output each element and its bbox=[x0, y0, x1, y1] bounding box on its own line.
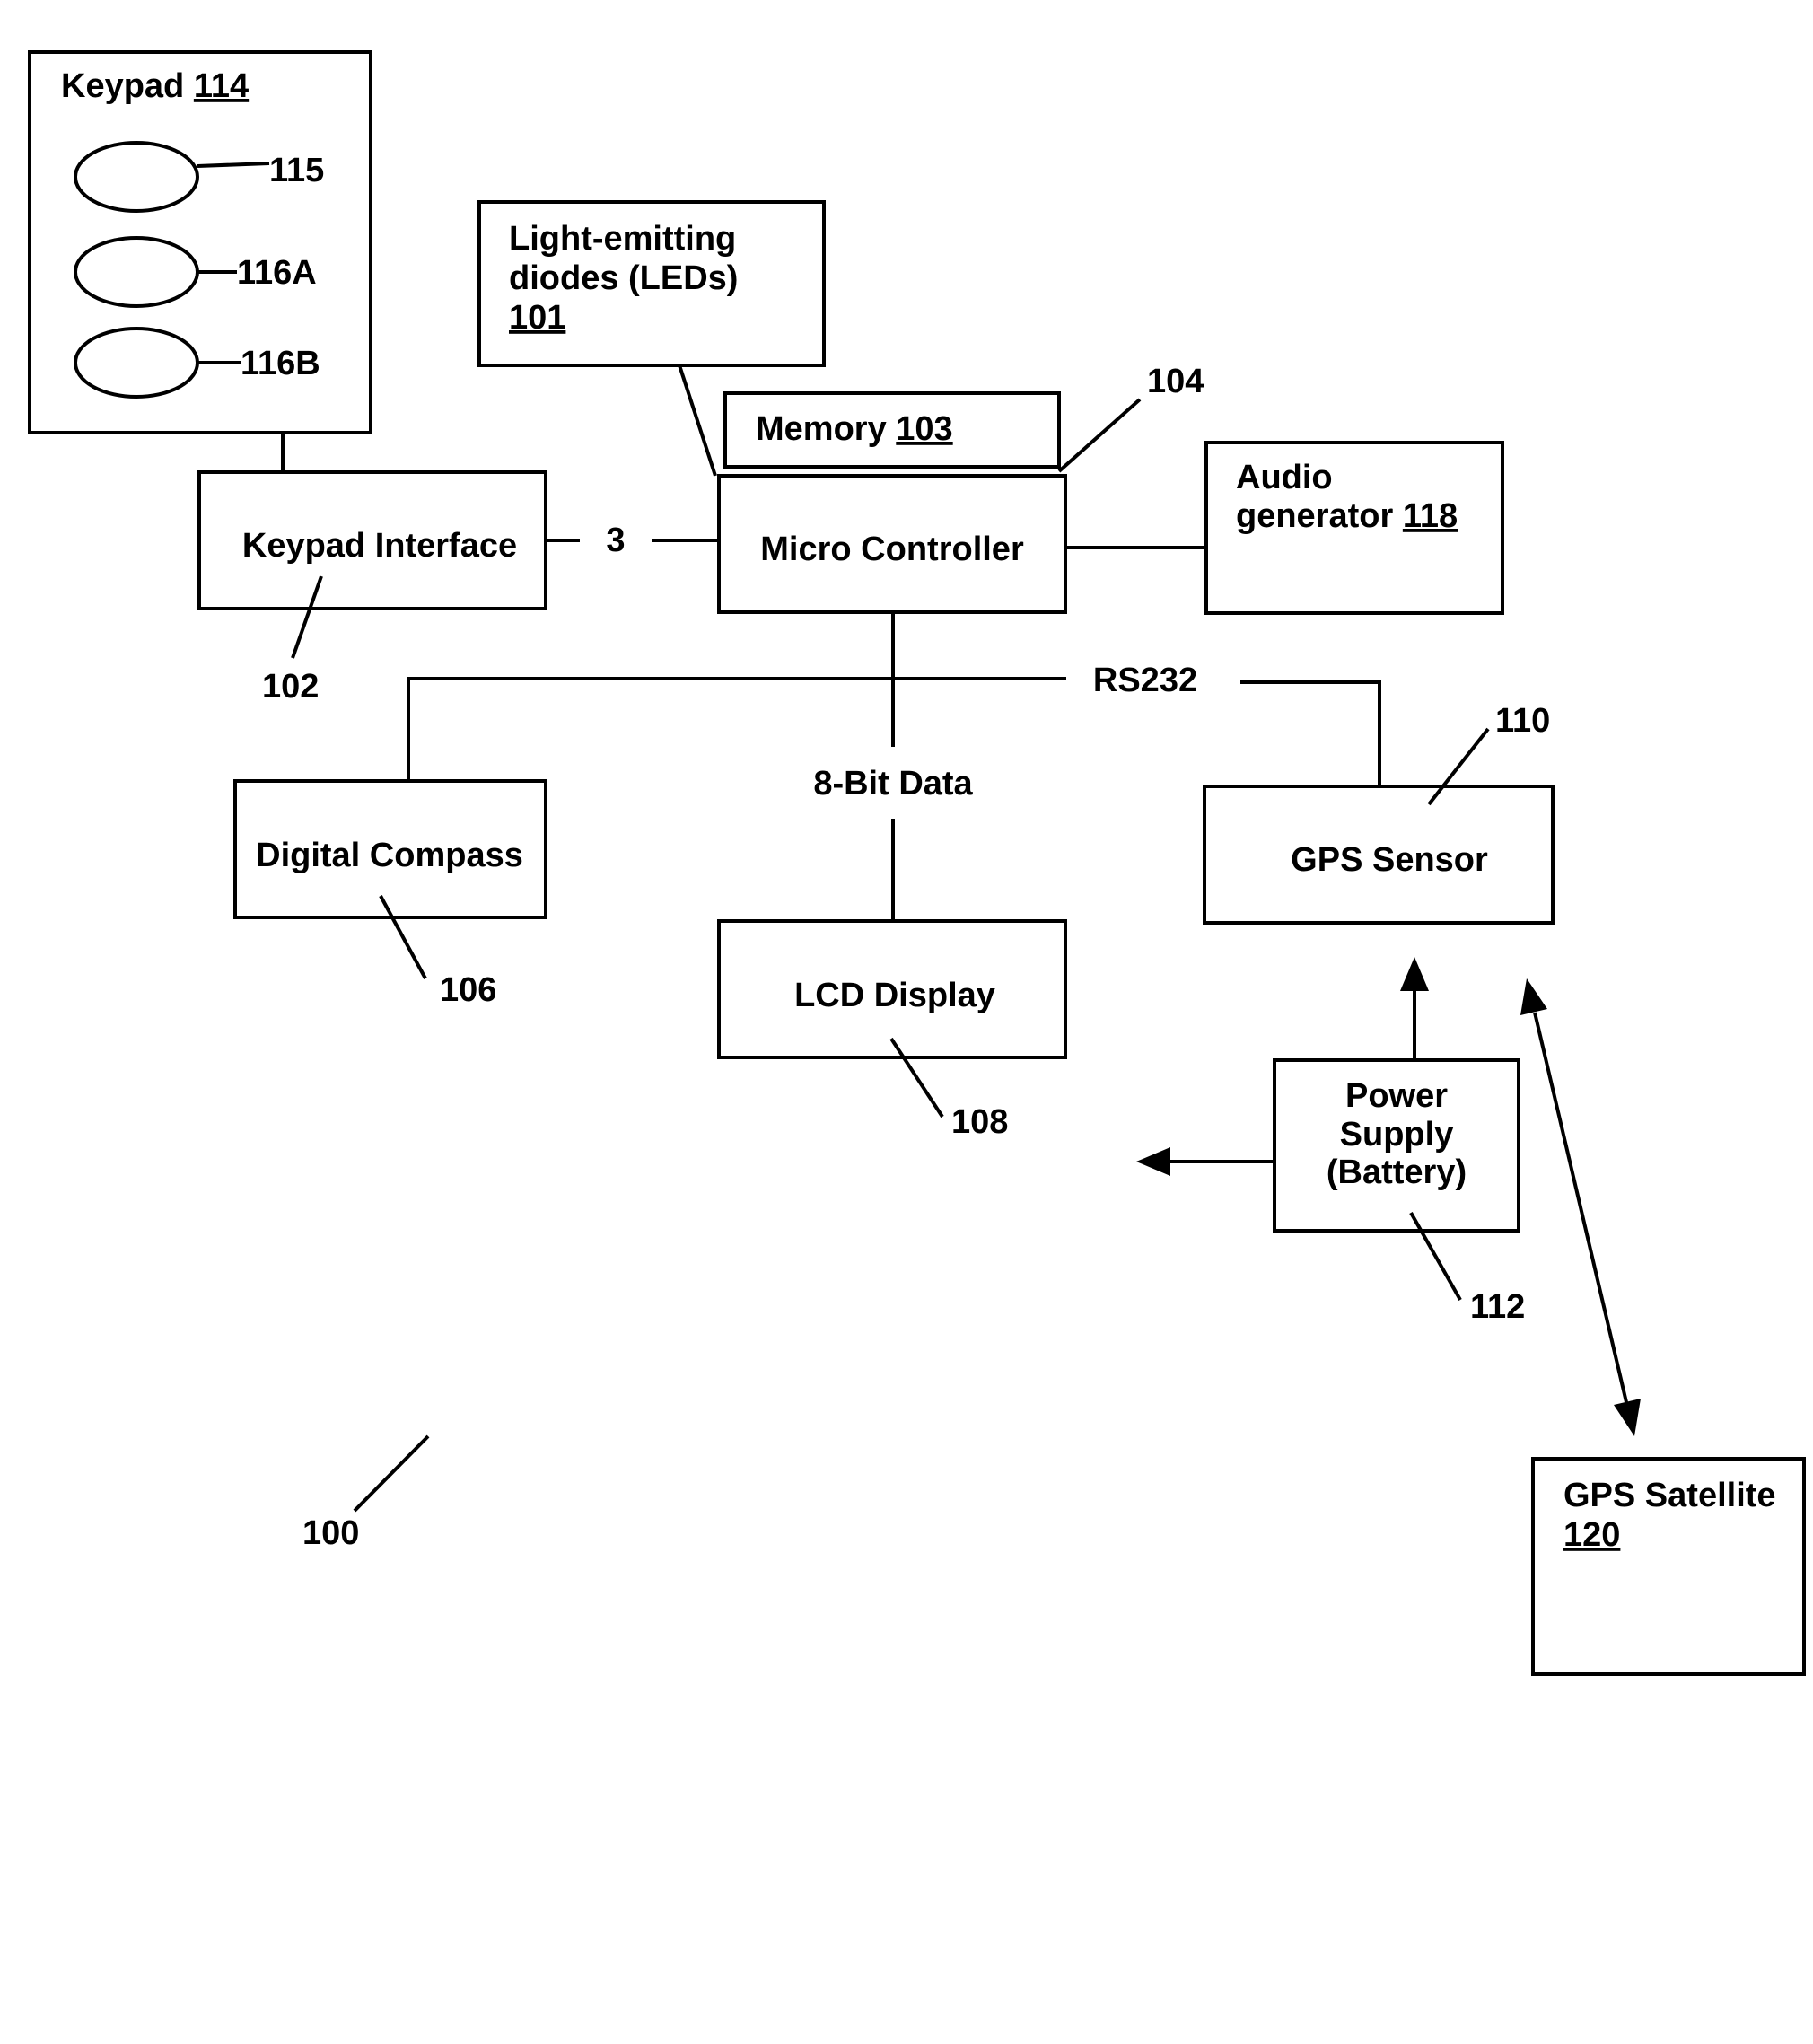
memory-label: Memory 103 bbox=[756, 410, 953, 448]
power-to-gps-arrowhead bbox=[1400, 957, 1429, 991]
gps-sensor-label: GPS Sensor bbox=[1291, 841, 1488, 879]
power-supply-ref: 112 bbox=[1470, 1288, 1525, 1326]
memory-name: Memory bbox=[756, 410, 887, 448]
keypad-bus-label: 3 bbox=[606, 522, 625, 559]
lcd-display-ref: 108 bbox=[951, 1103, 1008, 1141]
audio-ref: 118 bbox=[1403, 497, 1458, 535]
device-ref-leader bbox=[355, 1436, 428, 1511]
audio-line1: Audio bbox=[1236, 459, 1333, 496]
lcd-display-block: LCD Display bbox=[719, 921, 1065, 1057]
keypad-block: Keypad 114 115 116A 116B bbox=[30, 52, 371, 433]
power-supply-line1: Power bbox=[1345, 1077, 1448, 1115]
data-bus-label: 8-Bit Data bbox=[813, 765, 973, 803]
keypad-name: Keypad bbox=[61, 67, 184, 105]
keypad-label: Keypad 114 bbox=[61, 67, 249, 105]
leds-line2: diodes (LEDs) bbox=[509, 259, 738, 297]
gps-satellite-block: GPS Satellite 120 bbox=[1533, 1459, 1804, 1674]
digital-compass-label: Digital Compass bbox=[256, 837, 523, 874]
rs232-bus-right bbox=[1240, 682, 1379, 786]
rs232-label: RS232 bbox=[1093, 662, 1197, 699]
audio-line2-label: generator 118 bbox=[1236, 497, 1458, 535]
power-supply-line3: (Battery) bbox=[1327, 1154, 1467, 1191]
gps-sensor-ref: 110 bbox=[1495, 702, 1550, 740]
memory-ref: 103 bbox=[896, 410, 952, 448]
key-label-116b: 116B bbox=[241, 345, 320, 382]
memory-block: Memory 103 bbox=[725, 393, 1059, 467]
power-left-arrowhead bbox=[1136, 1147, 1170, 1176]
power-supply-block: Power Supply (Battery) bbox=[1274, 1060, 1519, 1231]
keypad-ref: 114 bbox=[194, 67, 249, 105]
key-button-115 bbox=[75, 143, 197, 211]
micro-controller-ref: 104 bbox=[1147, 363, 1204, 400]
leds-block: Light-emitting diodes (LEDs) 101 bbox=[479, 202, 824, 365]
keypad-interface-ref: 102 bbox=[262, 668, 319, 706]
leds-ref: 101 bbox=[509, 299, 565, 337]
lcd-display-label: LCD Display bbox=[794, 977, 995, 1014]
key-label-115: 115 bbox=[269, 152, 324, 189]
digital-compass-ref: 106 bbox=[440, 971, 496, 1009]
audio-generator-block: Audio generator 118 bbox=[1206, 443, 1502, 613]
leds-connector bbox=[679, 365, 715, 476]
key-button-116b bbox=[75, 329, 197, 397]
leds-line1: Light-emitting bbox=[509, 220, 736, 258]
audio-line2: generator bbox=[1236, 497, 1393, 535]
digital-compass-block: Digital Compass bbox=[235, 781, 546, 917]
satellite-link-arrowhead-bottom bbox=[1614, 1399, 1641, 1436]
micro-controller-leader bbox=[1059, 399, 1140, 471]
satellite-link-line bbox=[1535, 1013, 1626, 1402]
micro-controller-label: Micro Controller bbox=[760, 531, 1024, 568]
key-label-116a: 116A bbox=[237, 254, 317, 292]
micro-controller-block: Micro Controller bbox=[719, 476, 1065, 612]
keypad-interface-label: Keypad Interface bbox=[242, 527, 517, 565]
key-button-116a bbox=[75, 238, 197, 306]
gps-sensor-block: GPS Sensor bbox=[1204, 786, 1553, 923]
satellite-link-arrowhead-top bbox=[1520, 978, 1547, 1015]
keypad-interface-block: Keypad Interface bbox=[199, 472, 546, 609]
device-ref: 100 bbox=[302, 1514, 359, 1552]
power-supply-line2: Supply bbox=[1340, 1116, 1454, 1154]
gps-satellite-ref: 120 bbox=[1563, 1516, 1620, 1554]
gps-satellite-label: GPS Satellite bbox=[1563, 1477, 1776, 1514]
